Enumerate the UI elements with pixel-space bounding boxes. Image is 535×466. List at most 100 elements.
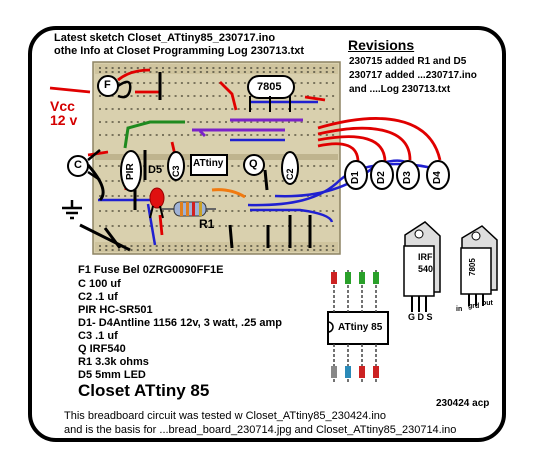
breadboard-hole	[124, 67, 127, 69]
breadboard-hole	[218, 180, 221, 182]
breadboard-hole	[300, 249, 303, 251]
breadboard-hole	[325, 165, 328, 167]
breadboard-hole	[269, 195, 272, 197]
breadboard-hole	[325, 71, 328, 73]
breadboard-hole	[237, 95, 240, 97]
breadboard-hole	[212, 67, 215, 69]
breadboard-hole	[319, 71, 322, 73]
breadboard-hole	[162, 245, 164, 247]
breadboard-hole	[149, 249, 152, 251]
d1-label: D1	[350, 171, 361, 184]
breadboard-hole	[269, 245, 272, 247]
breadboard-hole	[105, 134, 108, 136]
header-line-2: othe Info at Closet Programming Log 2307…	[54, 45, 304, 57]
breadboard-hole	[313, 67, 316, 69]
breadboard-hole	[225, 134, 227, 136]
breadboard-hole	[250, 245, 253, 247]
breadboard-hole	[237, 71, 240, 73]
vcc-label: Vcc	[50, 98, 75, 114]
breadboard-hole	[332, 180, 335, 182]
breadboard-hole	[149, 82, 152, 84]
breadboard-hole	[199, 249, 202, 251]
breadboard-hole	[262, 71, 265, 73]
breadboard-hole	[174, 82, 177, 84]
breadboard-hole	[130, 195, 133, 197]
breadboard-hole	[180, 67, 183, 69]
breadboard-hole	[225, 82, 227, 84]
breadboard-hole	[256, 108, 259, 110]
footer-line-1: This breadboard circuit was tested w Clo…	[64, 410, 387, 422]
red-wires	[49, 68, 442, 236]
attiny85-ic	[327, 311, 389, 345]
breadboard-hole	[243, 249, 246, 251]
breadboard-hole	[313, 210, 316, 212]
parts-list-item: C 100 uf	[78, 278, 121, 290]
breadboard-hole	[294, 82, 297, 84]
breadboard-hole	[256, 134, 259, 136]
breadboard-hole	[111, 71, 114, 73]
breadboard-hole	[149, 165, 152, 167]
breadboard-hole	[306, 82, 309, 84]
breadboard-hole	[325, 82, 328, 84]
breadboard-hole	[155, 249, 158, 251]
breadboard-hole	[306, 249, 309, 251]
attiny-board-label: ATtiny	[193, 158, 224, 169]
breadboard-hole	[130, 82, 133, 84]
breadboard-hole	[105, 245, 108, 247]
irf-label-1: IRF	[418, 252, 433, 262]
breadboard-hole	[262, 108, 265, 110]
c3-label: C3	[171, 165, 181, 177]
ic-pin-marker	[345, 272, 351, 284]
breadboard-hole	[193, 108, 196, 110]
breadboard-hole	[231, 210, 234, 212]
header-line-1: Latest sketch Closet_ATtiny85_230717.ino	[54, 32, 276, 44]
breadboard-hole	[174, 249, 177, 251]
breadboard-hole	[225, 225, 227, 227]
breadboard-hole	[269, 134, 272, 136]
breadboard-hole	[130, 108, 133, 110]
breadboard-hole	[180, 195, 183, 197]
breadboard-hole	[237, 210, 240, 212]
breadboard-hole	[212, 249, 215, 251]
breadboard-hole	[149, 134, 152, 136]
irf-label-2: 540	[418, 264, 434, 274]
irf540-package	[403, 221, 441, 312]
breadboard-hole	[319, 82, 322, 84]
breadboard-hole	[143, 210, 146, 212]
breadboard-hole	[130, 210, 133, 212]
breadboard-hole	[99, 245, 101, 247]
breadboard-hole	[111, 121, 114, 123]
reg-7805-board	[247, 75, 295, 112]
breadboard-hole	[143, 245, 146, 247]
breadboard-hole	[162, 108, 164, 110]
breadboard-hole	[243, 108, 246, 110]
breadboard-hole	[319, 165, 322, 167]
breadboard-hole	[225, 121, 227, 123]
breadboard-hole	[162, 95, 164, 97]
reg-pin-in: in	[456, 306, 463, 313]
breadboard-hole	[250, 195, 253, 197]
breadboard-hole	[130, 225, 133, 227]
breadboard-hole	[288, 71, 290, 73]
breadboard-hole	[237, 195, 240, 197]
breadboard-hole	[237, 108, 240, 110]
breadboard-hole	[218, 225, 221, 227]
breadboard-hole	[162, 225, 164, 227]
breadboard-hole	[143, 108, 146, 110]
breadboard-hole	[325, 67, 328, 69]
breadboard-hole	[306, 180, 309, 182]
breadboard-hole	[111, 245, 114, 247]
breadboard-hole	[262, 67, 265, 69]
breadboard-hole	[313, 71, 316, 73]
breadboard-hole	[319, 245, 322, 247]
led-d5	[149, 187, 165, 219]
breadboard-hole	[117, 180, 120, 182]
breadboard-hole	[332, 249, 335, 251]
breadboard-hole	[306, 95, 309, 97]
breadboard-hole	[143, 82, 146, 84]
ic-pin-marker	[331, 272, 337, 284]
breadboard-hole	[325, 245, 328, 247]
breadboard-hole	[332, 67, 335, 69]
breadboard-hole	[111, 67, 114, 69]
breadboard-hole	[117, 82, 120, 84]
